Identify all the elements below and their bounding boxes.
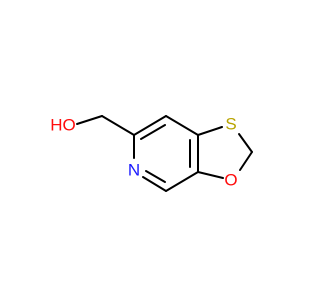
bond-ch2-o <box>239 151 253 171</box>
bond-c6-c7 <box>133 115 167 136</box>
bond-c4-n <box>142 176 167 192</box>
hydroxyl-label: HO <box>50 116 76 135</box>
bond-c7a-s <box>197 126 223 136</box>
bond-c7-c7a <box>165 115 199 136</box>
bonds <box>76 115 253 192</box>
bond-o-c3a <box>197 171 224 179</box>
nitrogen-label: N <box>128 161 140 180</box>
bond-c6-c7-inner <box>140 124 166 140</box>
bond-c4-n-inner <box>145 170 166 183</box>
bond-oh-ch2 <box>76 115 103 125</box>
bond-s-ch2 <box>238 133 253 153</box>
molecule-canvas: HO S O N <box>50 115 253 192</box>
atom-labels: HO S O N <box>50 115 237 190</box>
bond-c3a-c4 <box>165 171 199 192</box>
sulfur-label: S <box>225 115 236 134</box>
ring-oxygen-label: O <box>224 171 237 190</box>
structure-diagram: HO S O N <box>50 115 253 192</box>
bond-ch2-c6 <box>101 115 135 136</box>
